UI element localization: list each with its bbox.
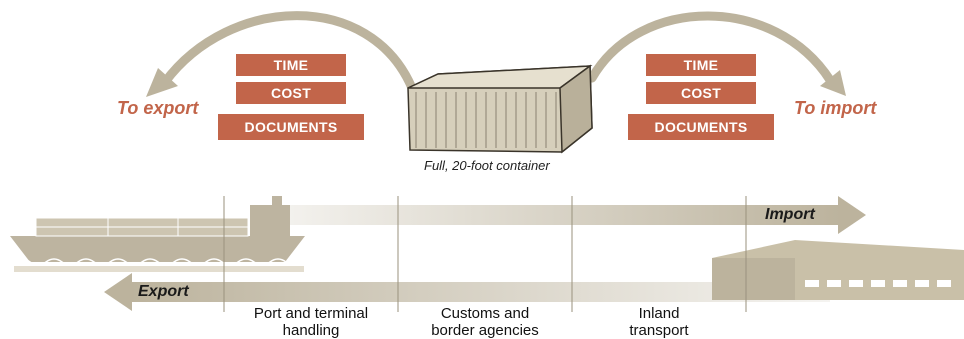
stage-port-line1: Port and terminal: [253, 305, 369, 322]
cargo-ship-icon: [10, 196, 305, 272]
stage-inland-line1: Inland: [638, 305, 680, 322]
export-arrow: [104, 273, 830, 311]
left-time-box: TIME: [236, 54, 346, 76]
import-flow-label: Import: [765, 206, 815, 223]
warehouse-icon: [712, 240, 964, 300]
stage-inland-line2: transport: [629, 322, 689, 339]
curved-arrow-import: [587, 11, 846, 96]
to-export-label: To export: [117, 98, 199, 118]
container-caption: Full, 20-foot container: [424, 158, 550, 173]
left-cost-box: COST: [236, 82, 346, 104]
to-import-label: To import: [794, 98, 877, 118]
import-arrow: [268, 196, 866, 234]
export-flow-label: Export: [138, 283, 189, 300]
shipping-container-icon: [407, 64, 593, 154]
left-documents-box: DOCUMENTS: [218, 114, 364, 140]
stage-port-terminal-label: Port and terminal handling: [224, 305, 398, 339]
stage-customs-line2: border agencies: [431, 322, 539, 339]
stage-customs-label: Customs and border agencies: [398, 305, 572, 339]
right-cost-box: COST: [646, 82, 756, 104]
right-time-box: TIME: [646, 54, 756, 76]
stage-customs-line1: Customs and: [440, 305, 530, 322]
right-documents-box: DOCUMENTS: [628, 114, 774, 140]
stage-port-line2: handling: [282, 322, 340, 339]
curved-arrow-export: [146, 11, 417, 97]
stage-inland-label: Inland transport: [572, 305, 746, 339]
stage-dividers: [223, 196, 747, 312]
